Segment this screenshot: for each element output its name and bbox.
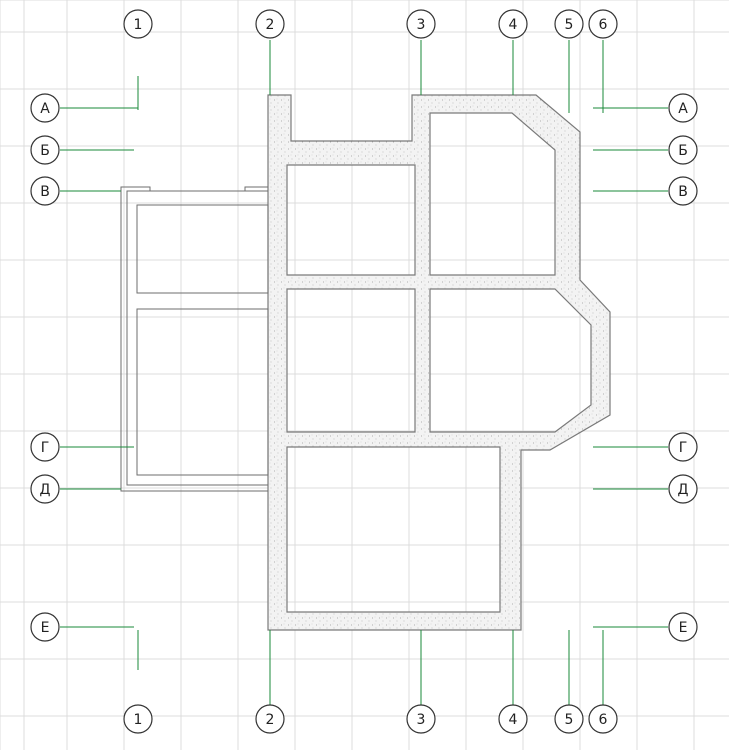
row-axis-bubble-left: Д <box>30 474 60 504</box>
axis-bubble-label: 5 <box>565 712 574 728</box>
annex-outer-wall-inner <box>126 190 268 486</box>
axis-bubble-label: 4 <box>509 17 518 33</box>
axis-bubble-label: Г <box>41 440 50 456</box>
axis-bubble-circle <box>406 9 436 39</box>
column-axis-bubble-bottom: 3 <box>406 704 436 734</box>
annex-room-upper <box>136 204 269 294</box>
column-axis-bubble-top: 3 <box>406 9 436 39</box>
axis-bubble-label: В <box>678 184 688 200</box>
axis-bubble-label: 3 <box>417 17 426 33</box>
axis-bubble-label: А <box>678 101 688 117</box>
row-axis-bubble-left: Б <box>30 135 60 165</box>
annex-room-lower <box>136 308 269 476</box>
axis-bubble-circle <box>668 93 698 123</box>
axis-bubble-circle <box>588 704 618 734</box>
axis-bubble-label: 2 <box>266 712 275 728</box>
axis-bubble-label: 4 <box>509 712 518 728</box>
axis-bubble-circle <box>30 612 60 642</box>
row-axis-bubble-left: Е <box>30 612 60 642</box>
axis-bubble-circle <box>255 9 285 39</box>
axis-bubble-label: Д <box>678 482 689 498</box>
axis-bubble-label: Б <box>678 143 688 159</box>
foundation-walls <box>267 94 611 631</box>
row-axis-bubble-left: А <box>30 93 60 123</box>
axis-bubble-circle <box>668 135 698 165</box>
axis-bubble-label: Е <box>41 620 50 636</box>
column-axis-bubble-top: 5 <box>554 9 584 39</box>
axis-bubble-circle <box>30 176 60 206</box>
axis-bubble-circle <box>255 704 285 734</box>
axis-bubble-label: А <box>40 101 50 117</box>
axis-bubble-label: 2 <box>266 17 275 33</box>
column-axis-bubble-bottom: 1 <box>123 704 153 734</box>
axis-bubble-circle <box>30 93 60 123</box>
axis-bubble-circle <box>406 704 436 734</box>
axis-bubble-label: 3 <box>417 712 426 728</box>
axis-leader-lines <box>60 40 668 705</box>
row-axis-bubble-right: Б <box>668 135 698 165</box>
axis-bubble-label: 5 <box>565 17 574 33</box>
axis-bubble-circle <box>554 704 584 734</box>
axis-bubble-circle <box>123 704 153 734</box>
column-axis-bubble-top: 2 <box>255 9 285 39</box>
annex-outer-wall <box>120 186 268 492</box>
row-axis-bubble-right: Г <box>668 432 698 462</box>
axis-bubble-circle <box>588 9 618 39</box>
column-axis-bubble-top: 1 <box>123 9 153 39</box>
axis-bubble-label: 6 <box>599 712 608 728</box>
axis-bubble-circle <box>30 432 60 462</box>
row-axis-bubble-left: Г <box>30 432 60 462</box>
axis-bubble-label: 1 <box>134 17 143 33</box>
axis-bubble-circle <box>498 704 528 734</box>
axis-bubble-circle <box>30 474 60 504</box>
axis-bubble-label: Г <box>679 440 688 456</box>
axis-bubble-label: Д <box>40 482 51 498</box>
axis-bubble-label: 1 <box>134 712 143 728</box>
axis-bubble-label: Е <box>679 620 688 636</box>
axis-bubble-label: Б <box>40 143 50 159</box>
column-axis-bubble-bottom: 2 <box>255 704 285 734</box>
axis-bubble-circle <box>30 135 60 165</box>
column-axis-bubble-bottom: 5 <box>554 704 584 734</box>
axis-bubble-circle <box>668 176 698 206</box>
column-axis-bubble-bottom: 6 <box>588 704 618 734</box>
row-axis-bubble-right: В <box>668 176 698 206</box>
axis-bubble-circle <box>668 612 698 642</box>
annex-walls <box>120 186 269 492</box>
axis-bubble-label: В <box>40 184 50 200</box>
axis-bubble-circle <box>668 474 698 504</box>
row-axis-bubble-right: Д <box>668 474 698 504</box>
row-axis-bubble-left: В <box>30 176 60 206</box>
row-axis-bubble-right: Е <box>668 612 698 642</box>
axis-bubble-circle <box>123 9 153 39</box>
axis-bubble-circle <box>668 432 698 462</box>
concrete-wall-band <box>267 94 611 631</box>
axis-bubble-label: 6 <box>599 17 608 33</box>
column-axis-bubble-bottom: 4 <box>498 704 528 734</box>
column-axis-bubble-top: 6 <box>588 9 618 39</box>
row-axis-bubble-right: А <box>668 93 698 123</box>
column-axis-bubble-top: 4 <box>498 9 528 39</box>
axis-bubble-circle <box>554 9 584 39</box>
axis-bubble-circle <box>498 9 528 39</box>
